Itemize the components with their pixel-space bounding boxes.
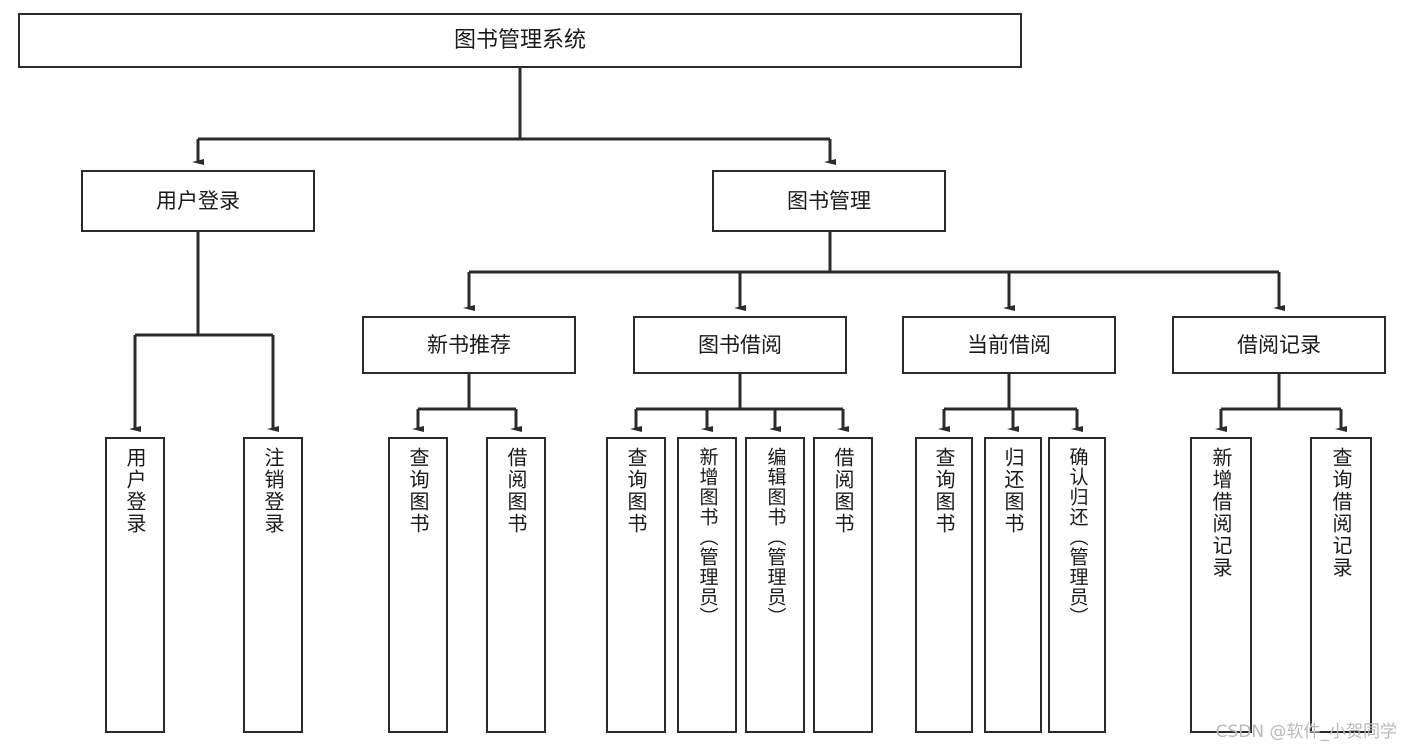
node-leaf-return-book[interactable]: 归还图书 [984,437,1042,733]
node-leaf-add-borrow-record[interactable]: 新增借阅记录 [1190,437,1252,733]
node-leaf-confirm-return-admin[interactable]: 确认归还（管理员） [1048,437,1106,733]
node-leaf-return-book-label: 归还图书 [1001,447,1025,535]
node-leaf-user-login[interactable]: 用户登录 [105,437,165,733]
node-leaf-edit-book-admin[interactable]: 编辑图书（管理员） [745,437,805,733]
node-leaf-add-book-admin-label: 新增图书（管理员） [696,447,719,627]
node-leaf-query-book-3-label: 查询图书 [932,447,956,535]
node-user-login[interactable]: 用户登录 [81,170,315,232]
node-book-borrow-label: 图书借阅 [698,332,782,357]
node-leaf-borrow-book-1-label: 借阅图书 [504,447,528,535]
node-leaf-query-book-2[interactable]: 查询图书 [606,437,666,733]
node-root-label: 图书管理系统 [453,27,586,53]
node-leaf-borrow-book-2[interactable]: 借阅图书 [813,437,873,733]
node-leaf-logout-login-label: 注销登录 [261,447,285,535]
node-new-book-recommend-label: 新书推荐 [427,332,511,357]
node-book-borrow[interactable]: 图书借阅 [633,316,847,374]
node-leaf-logout-login[interactable]: 注销登录 [243,437,303,733]
node-book-manage[interactable]: 图书管理 [712,170,946,232]
node-leaf-borrow-book-1[interactable]: 借阅图书 [486,437,546,733]
node-leaf-query-book-2-label: 查询图书 [624,447,648,535]
watermark-text: CSDN @软件_小贺同学 [1215,722,1397,742]
node-leaf-query-borrow-record-label: 查询借阅记录 [1329,447,1353,579]
node-root[interactable]: 图书管理系统 [18,13,1022,68]
node-leaf-edit-book-admin-label: 编辑图书（管理员） [764,447,787,627]
node-user-login-label: 用户登录 [156,188,240,213]
node-leaf-query-book-3[interactable]: 查询图书 [915,437,973,733]
node-leaf-user-login-label: 用户登录 [123,447,147,535]
node-current-borrow[interactable]: 当前借阅 [902,316,1116,374]
node-new-book-recommend[interactable]: 新书推荐 [362,316,576,374]
node-leaf-borrow-book-2-label: 借阅图书 [831,447,855,535]
node-borrow-record[interactable]: 借阅记录 [1172,316,1386,374]
node-leaf-query-borrow-record[interactable]: 查询借阅记录 [1310,437,1372,733]
node-current-borrow-label: 当前借阅 [967,332,1051,357]
node-leaf-add-book-admin[interactable]: 新增图书（管理员） [677,437,737,733]
node-leaf-add-borrow-record-label: 新增借阅记录 [1209,447,1233,579]
node-book-manage-label: 图书管理 [787,188,871,213]
node-leaf-query-book-1-label: 查询图书 [406,447,430,535]
node-borrow-record-label: 借阅记录 [1237,332,1321,357]
node-leaf-confirm-return-admin-label: 确认归还（管理员） [1066,447,1089,627]
node-leaf-query-book-1[interactable]: 查询图书 [388,437,448,733]
